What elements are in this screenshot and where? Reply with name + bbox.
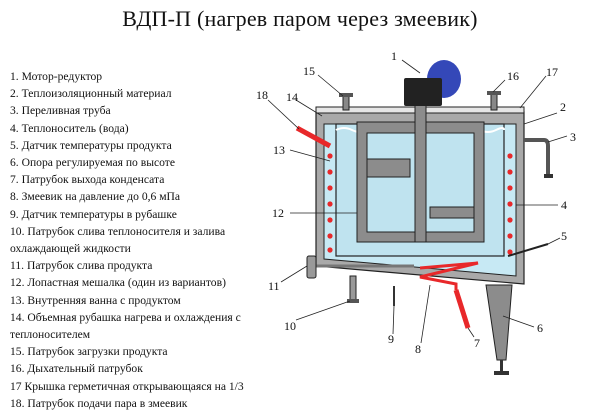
legend-item-6: 6. Опора регулируемая по высоте xyxy=(10,156,176,170)
overflow-pipe-end xyxy=(544,174,553,178)
jacket-drain-cap xyxy=(347,299,359,303)
legend-item-12: 12. Лопастная мешалка (один из вариантов… xyxy=(10,276,226,290)
coil-dots-right xyxy=(507,153,513,255)
coil-dots-left xyxy=(327,153,333,253)
mixer-paddle-right xyxy=(429,206,475,219)
callout-7: 7 xyxy=(474,336,480,350)
legend-item-4: 4. Теплоноситель (вода) xyxy=(10,121,129,135)
callout-8: 8 xyxy=(415,342,421,356)
jacket-drain-nozzle xyxy=(349,275,357,301)
callout-9: 9 xyxy=(388,332,394,346)
callout-15: 15 xyxy=(303,64,315,78)
support-leg xyxy=(485,284,513,361)
legend-item-13: 13. Внутренняя ванна с продуктом xyxy=(10,293,181,307)
legend-item-15: 15. Патрубок загрузки продукта xyxy=(10,345,168,359)
legend-item-9: 9. Датчик температуры в рубашке xyxy=(10,207,177,221)
callout-14: 14 xyxy=(286,90,298,104)
callout-17: 17 xyxy=(546,65,558,79)
legend-item-3: 3. Переливная труба xyxy=(10,104,111,118)
breathing-nozzle-cap xyxy=(487,91,501,95)
callout-1: 1 xyxy=(391,49,397,63)
legend-item-10: 10. Патрубок слива теплоносителя и залив… xyxy=(10,224,226,256)
coil-bottom xyxy=(419,261,479,290)
legend-item-2: 2. Теплоизоляционный материал xyxy=(10,87,172,101)
callout-10: 10 xyxy=(284,319,296,333)
condensate-outlet xyxy=(453,289,471,329)
overflow-pipe xyxy=(524,138,550,176)
legend-item-14: 14. Объемная рубашка нагрева и охлаждени… xyxy=(10,310,241,342)
loading-nozzle-cap xyxy=(339,93,353,97)
legend-item-7: 7. Патрубок выхода конденсата xyxy=(10,173,165,187)
callout-11: 11 xyxy=(268,279,280,293)
diagram-title: ВДП-П (нагрев паром через змеевик) xyxy=(122,6,478,31)
callout-4: 4 xyxy=(561,198,567,212)
breathing-nozzle xyxy=(490,93,498,111)
callout-6: 6 xyxy=(537,321,543,335)
legend-item-5: 5. Датчик температуры продукта xyxy=(10,138,172,152)
callout-2: 2 xyxy=(560,100,566,114)
callout-3: 3 xyxy=(570,130,576,144)
product-drain-valve xyxy=(306,255,317,279)
steam-inlet-pipe xyxy=(295,125,332,149)
mixer-shaft xyxy=(414,95,427,243)
legend-item-17: 17 Крышка герметичная открывающаяся на 1… xyxy=(10,379,244,393)
legend-item-8: 8. Змеевик на давление до 0,6 мПа xyxy=(10,190,181,204)
callout-18: 18 xyxy=(256,88,268,102)
callout-13: 13 xyxy=(273,143,285,157)
product-temp-sensor xyxy=(507,243,549,257)
legend-item-11: 11. Патрубок слива продукта xyxy=(10,259,153,273)
support-leg-foot xyxy=(494,371,509,375)
callout-16: 16 xyxy=(507,69,519,83)
callout-5: 5 xyxy=(561,229,567,243)
legend-item-16: 16. Дыхательный патрубок xyxy=(10,362,143,376)
loading-nozzle xyxy=(342,95,350,111)
legend-item-1: 1. Мотор-редуктор xyxy=(10,70,103,83)
support-leg-rod xyxy=(500,360,503,372)
legend-list: 1. Мотор-редуктор 2. Теплоизоляционный м… xyxy=(10,68,270,412)
mixer-paddle-left xyxy=(366,158,411,178)
motor-reducer-body xyxy=(404,78,442,106)
leader-lines xyxy=(267,59,568,344)
callout-12: 12 xyxy=(272,206,284,220)
